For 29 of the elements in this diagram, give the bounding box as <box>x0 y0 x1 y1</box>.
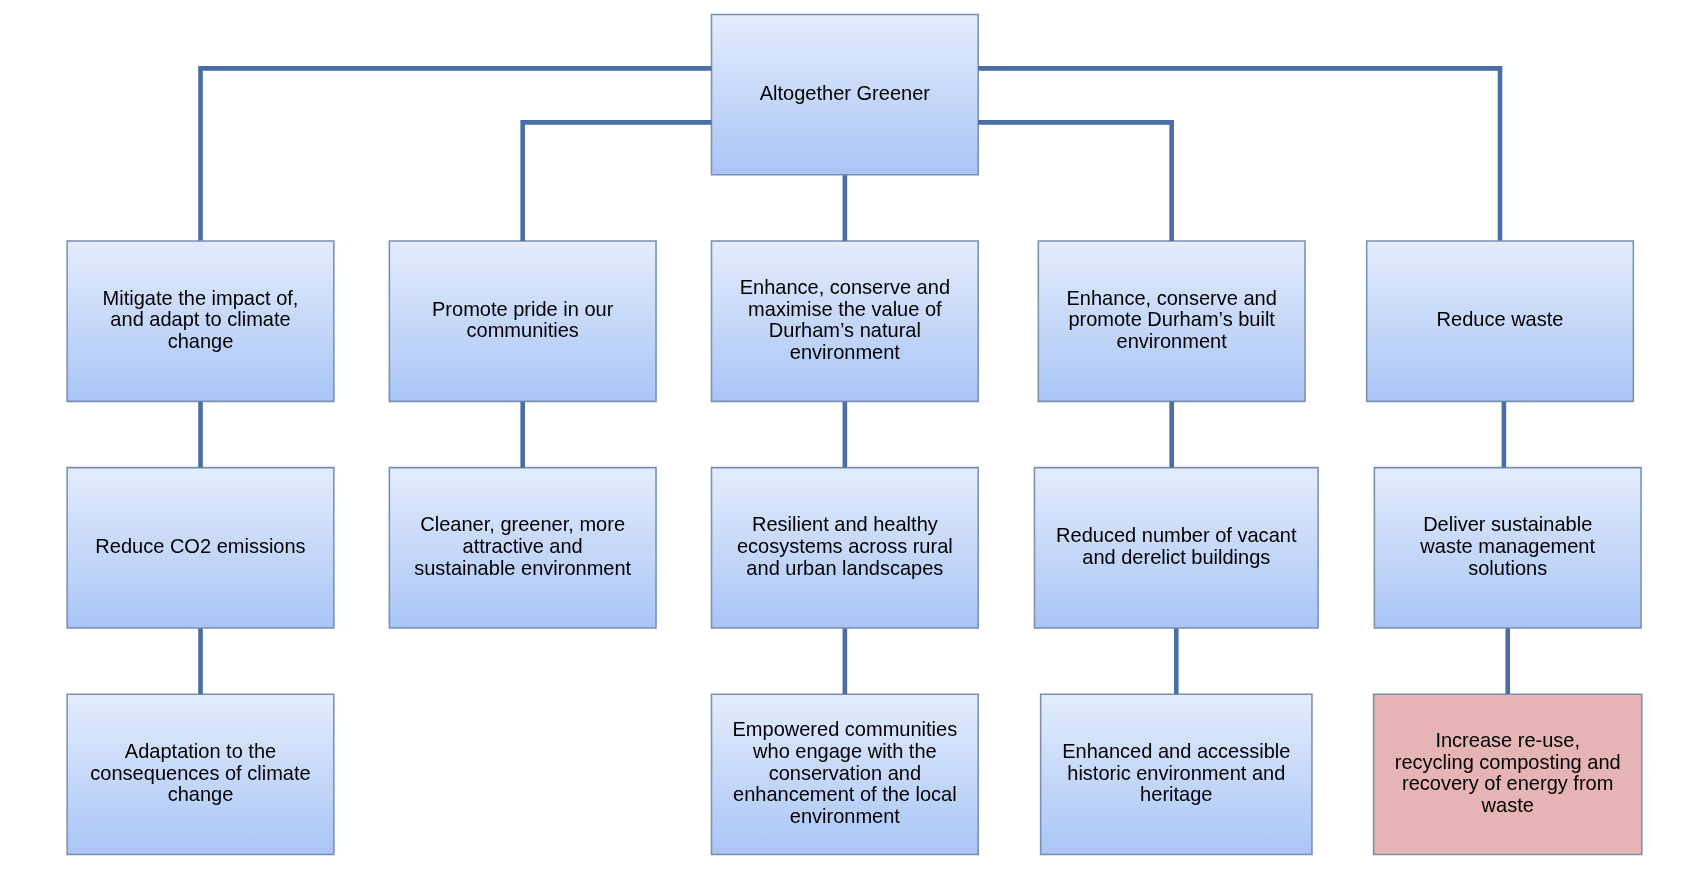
node-box: Enhance, conserve and promote Durham’s built environment <box>1037 240 1306 403</box>
node-box: Enhanced and accessible historic environment and heritage <box>1039 693 1313 856</box>
node-box: Adaptation to the consequences of climate change <box>65 693 335 856</box>
node-box: Reduce CO2 emissions <box>65 466 335 629</box>
connector <box>197 628 203 695</box>
connector <box>1168 401 1174 468</box>
connector <box>1173 628 1179 695</box>
node-box: Mitigate the impact of, and adapt to climate change <box>65 240 335 403</box>
node-box: Deliver sustainable waste management solutions <box>1373 466 1642 629</box>
connector <box>1501 401 1506 468</box>
connector <box>977 120 1174 241</box>
connector <box>519 120 711 241</box>
connector <box>977 66 1502 241</box>
node-box: Reduce waste <box>1365 240 1634 403</box>
node-box: Resilient and healthy ecosystems across rural and urban landscapes <box>710 466 979 629</box>
connector <box>197 401 203 468</box>
node-box: Altogether Greener <box>710 13 979 176</box>
connector <box>1504 628 1510 695</box>
node-box: Enhance, conserve and maximise the value of Durham’s natural environment <box>710 240 979 403</box>
connector <box>842 175 847 241</box>
node-box: Empowered communities who engage with the conservation and enhancement of the local environment <box>710 693 979 856</box>
node-box: Cleaner, greener, more attractive and sustainable environment <box>388 466 657 629</box>
node-box: Increase re-use, recycling composting and recovery of energy from waste <box>1372 693 1643 856</box>
connector <box>519 401 525 468</box>
connector <box>842 401 847 468</box>
node-box: Reduced number of vacant and derelict buildings <box>1033 466 1319 629</box>
connector <box>842 628 847 695</box>
node-box: Promote pride in our communities <box>388 240 657 403</box>
connector <box>197 66 711 241</box>
